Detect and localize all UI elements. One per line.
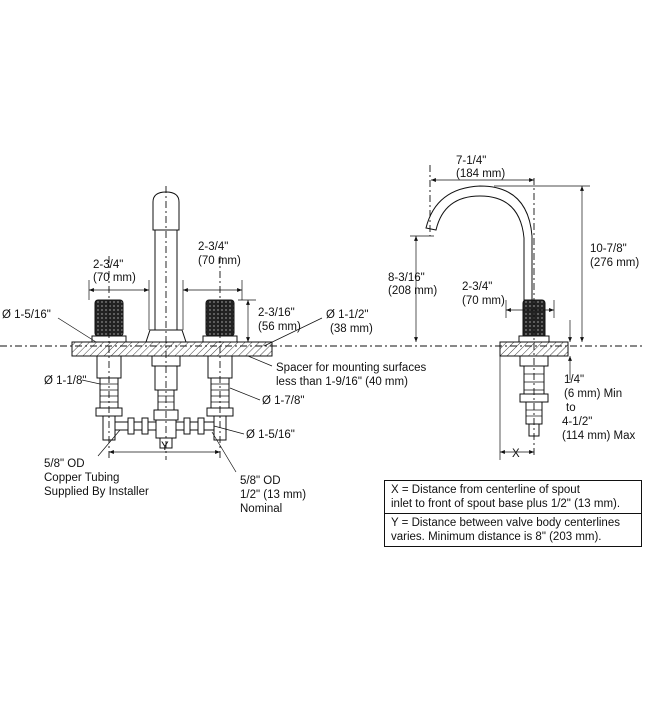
label-tubing-line1: 5/8" OD: [44, 458, 85, 470]
label-tubing-line3: Supplied By Installer: [44, 486, 149, 498]
label-od-line1: 5/8" OD: [240, 475, 281, 487]
label-dim-114mm-max: (114 mm) Max: [562, 430, 636, 442]
label-dim-to: to: [566, 402, 576, 414]
label-spacer-line2: less than 1-9/16" (40 mm): [276, 376, 408, 388]
label-dim-7-1-4: 7-1/4": [456, 155, 486, 167]
note-x-line1: X = Distance from centerline of spout: [391, 484, 580, 496]
label-od-line3: Nominal: [240, 503, 282, 515]
note-x-line2: inlet to front of spout base plus 1/2" (…: [391, 498, 621, 510]
label-dim-70mm-right: (70 mm): [462, 295, 505, 307]
label-dim-1-4: 1/4": [564, 374, 584, 386]
side-view: [410, 165, 590, 460]
label-dim-208mm: (208 mm): [388, 285, 437, 297]
label-dim-38mm: (38 mm): [330, 323, 373, 335]
label-dim-2-3-16: 2-3/16": [258, 307, 295, 319]
label-dim-70mm-mid: (70 mm): [198, 255, 241, 267]
label-dim-10-7-8: 10-7/8": [590, 243, 627, 255]
label-spacer-line1: Spacer for mounting surfaces: [276, 362, 426, 374]
label-dia-1-7-8: Ø 1-7/8": [262, 395, 304, 407]
tee-tubing: [114, 417, 215, 435]
note-y-line2: varies. Minimum distance is 8" (203 mm).: [391, 531, 602, 543]
note-y-definition: Y = Distance between valve body centerli…: [384, 513, 642, 547]
mounting-spacer: [71, 341, 273, 357]
label-y: Y: [161, 441, 169, 453]
label-dia-1-5-16-left: Ø 1-5/16": [2, 309, 51, 321]
front-view: [0, 186, 645, 473]
label-dim-70mm-left: (70 mm): [93, 272, 136, 284]
label-dim-8-3-16: 8-3/16": [388, 272, 425, 284]
note-x-definition: X = Distance from centerline of spout in…: [384, 480, 642, 514]
label-x: X: [512, 448, 520, 460]
label-od-line2: 1/2" (13 mm): [240, 489, 306, 501]
label-dia-1-1-8: Ø 1-1/8": [44, 375, 86, 387]
label-dim-56mm: (56 mm): [258, 321, 301, 333]
label-dia-1-1-2: Ø 1-1/2": [326, 309, 368, 321]
label-dim-184mm: (184 mm): [456, 168, 505, 180]
note-y-line1: Y = Distance between valve body centerli…: [391, 517, 620, 529]
label-dim-2-3-4-right: 2-3/4": [462, 281, 492, 293]
label-dia-1-5-16-right: Ø 1-5/16": [246, 429, 295, 441]
label-tubing-line2: Copper Tubing: [44, 472, 119, 484]
label-dim-4-1-2: 4-1/2": [562, 416, 592, 428]
label-dim-276mm: (276 mm): [590, 257, 639, 269]
label-dim-2-3-4-mid: 2-3/4": [198, 241, 228, 253]
label-dim-2-3-4-left: 2-3/4": [93, 259, 123, 271]
label-dim-6mm-min: (6 mm) Min: [564, 388, 622, 400]
